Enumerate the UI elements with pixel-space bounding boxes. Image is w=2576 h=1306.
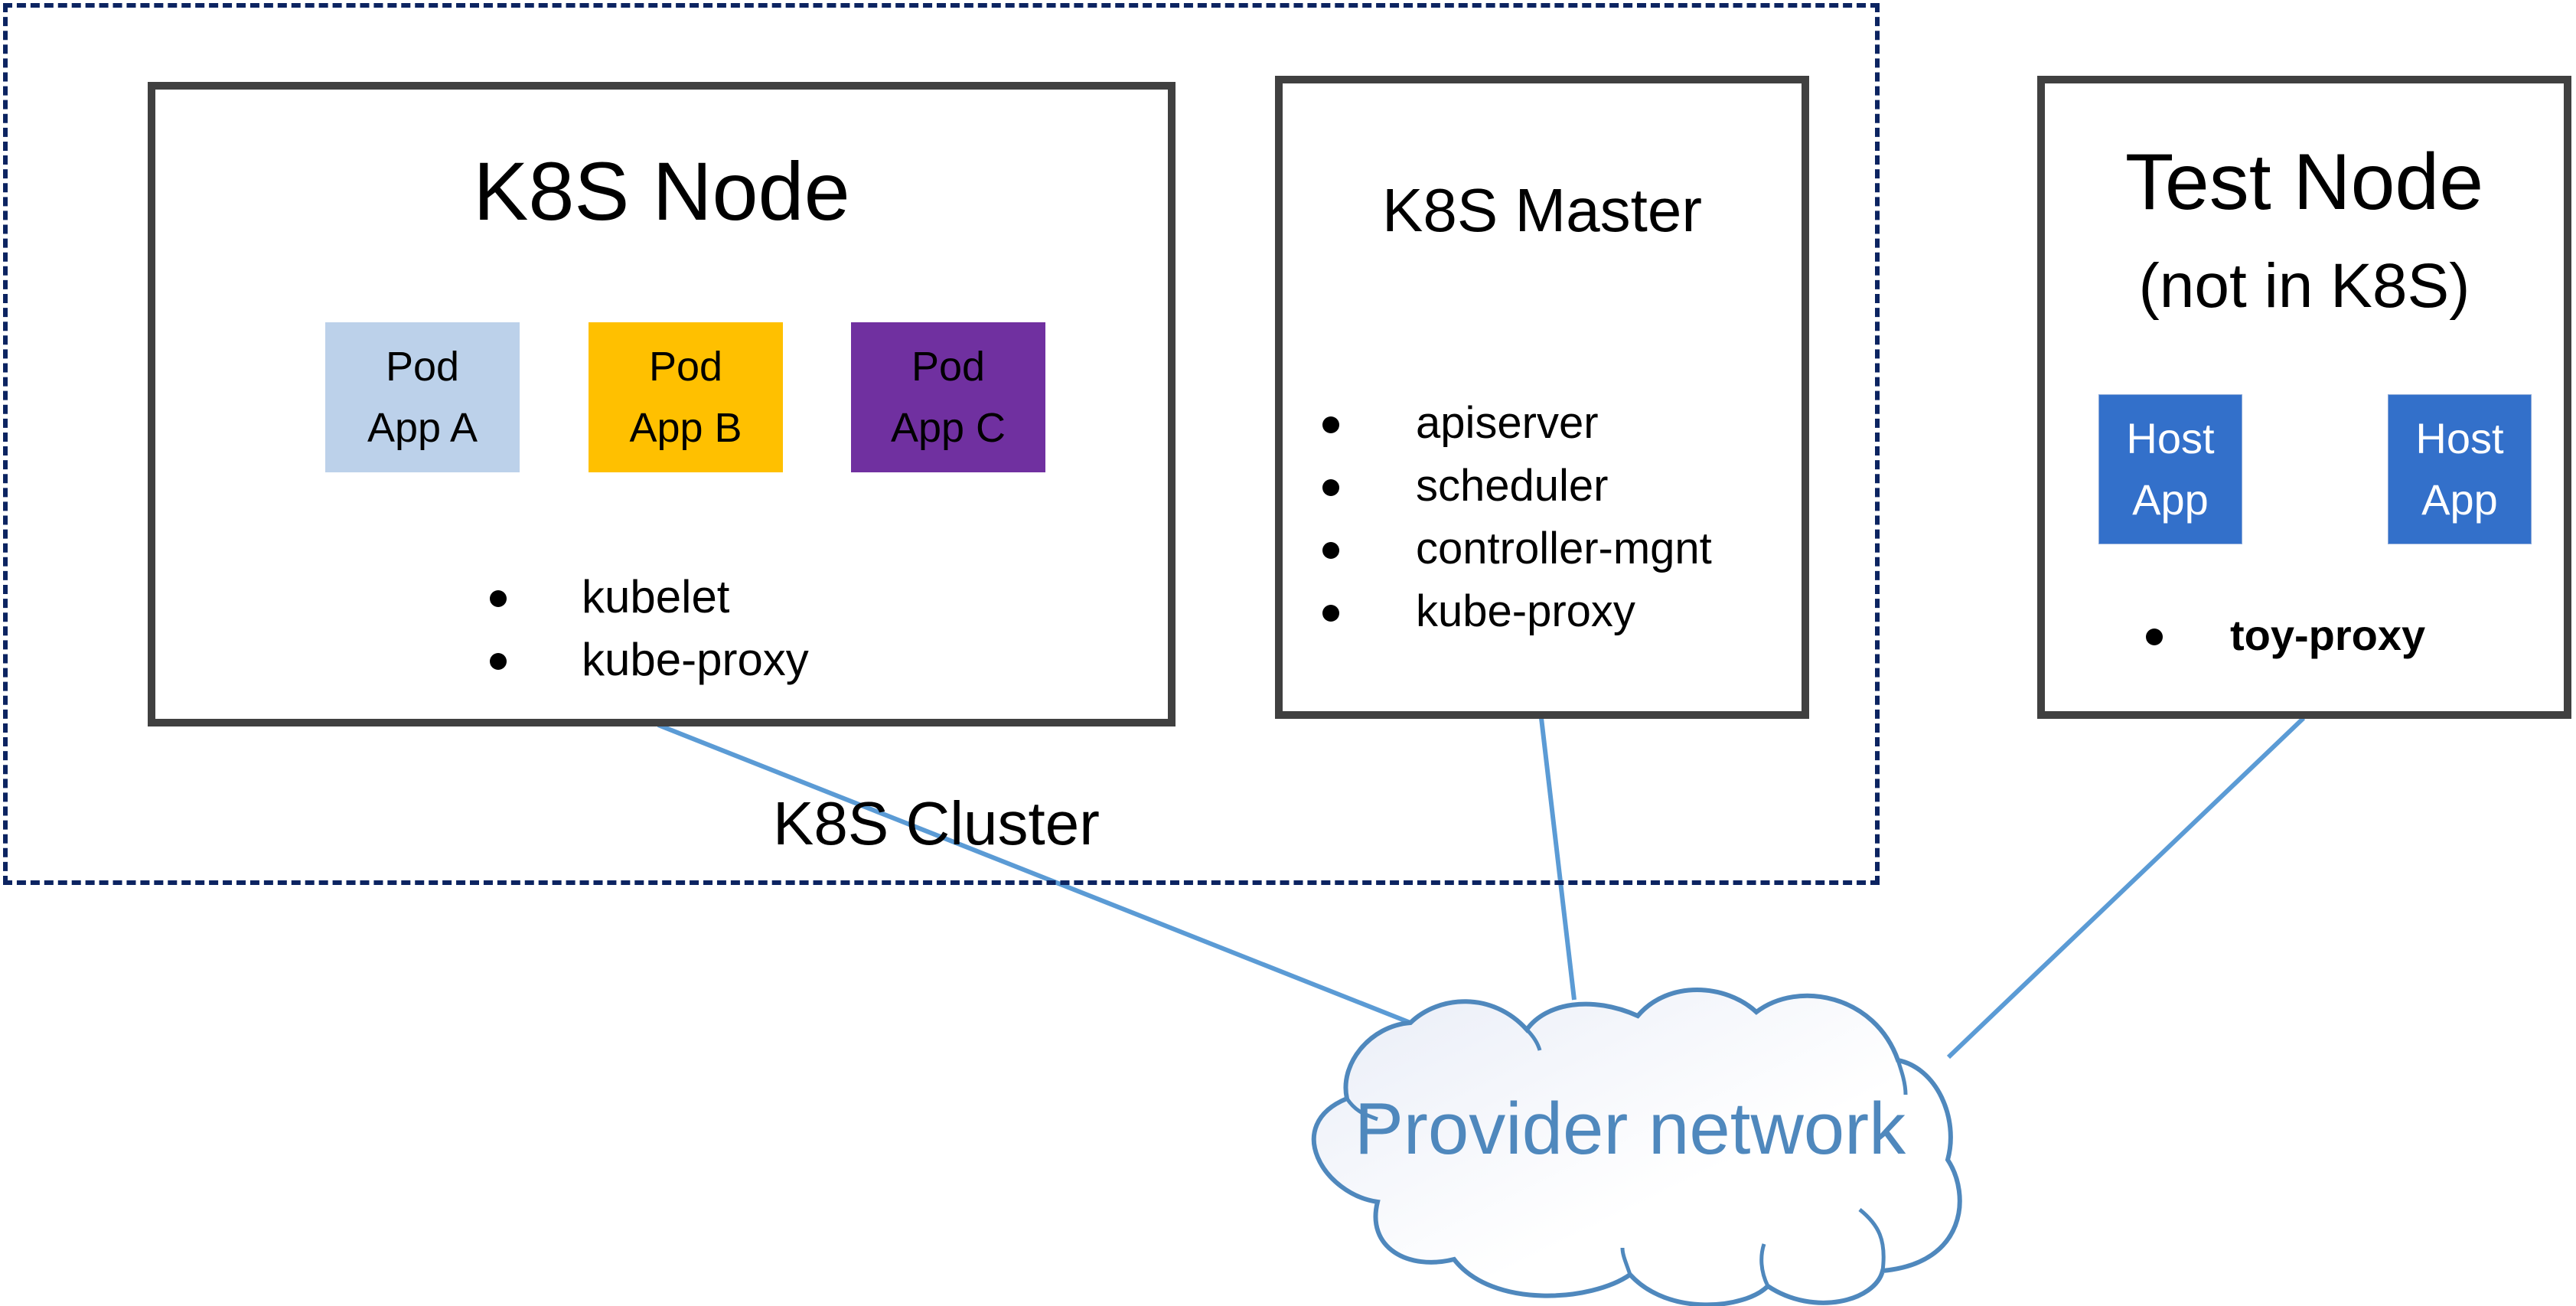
list-item: scheduler bbox=[1322, 455, 1712, 518]
link-test-to-network bbox=[1946, 716, 2306, 1059]
host-app-2[interactable]: Host App bbox=[2388, 394, 2532, 544]
bullet-icon bbox=[490, 590, 507, 607]
pod-app-a[interactable]: Pod App A bbox=[325, 322, 520, 472]
pod-app-b-line1: Pod bbox=[648, 344, 723, 390]
pod-app-b-line2: App B bbox=[629, 405, 742, 451]
provider-network-label: Provider network bbox=[1354, 1088, 1906, 1170]
pod-app-a-line1: Pod bbox=[385, 344, 460, 390]
list-item: kubelet bbox=[490, 566, 809, 629]
link-master-to-network bbox=[1539, 717, 1577, 1001]
link-node-to-network bbox=[657, 723, 1412, 1025]
cloud-icon bbox=[1311, 988, 1962, 1306]
k8s-master-components: apiserver scheduler controller-mgnt kube… bbox=[1322, 392, 1712, 643]
component-label: apiserver bbox=[1416, 398, 1599, 448]
bullet-icon bbox=[1322, 479, 1339, 496]
k8s-master-box[interactable]: K8S Master apiserver scheduler controlle… bbox=[1275, 76, 1809, 719]
list-item: toy-proxy bbox=[2146, 604, 2425, 667]
test-node-subtitle: (not in K8S) bbox=[2138, 251, 2470, 321]
component-label: controller-mgnt bbox=[1416, 524, 1712, 573]
host-app-1-line2: App bbox=[2132, 475, 2209, 524]
list-item: kube-proxy bbox=[1322, 580, 1712, 643]
bullet-icon bbox=[1322, 542, 1339, 559]
bullet-icon bbox=[490, 653, 507, 670]
host-app-1[interactable]: Host App bbox=[2098, 394, 2242, 544]
k8s-cluster-boundary bbox=[3, 3, 1880, 885]
component-label: kubelet bbox=[582, 571, 730, 622]
list-item: kube-proxy bbox=[490, 629, 809, 691]
component-label: kube-proxy bbox=[582, 634, 809, 685]
k8s-cluster-label: K8S Cluster bbox=[773, 789, 1100, 857]
bullet-icon bbox=[2146, 629, 2163, 645]
list-item: apiserver bbox=[1322, 392, 1712, 455]
test-node-title: Test Node bbox=[2124, 138, 2484, 227]
pod-app-b[interactable]: Pod App B bbox=[589, 322, 783, 472]
k8s-master-title: K8S Master bbox=[1382, 176, 1702, 244]
pod-app-c-line1: Pod bbox=[911, 344, 986, 390]
component-label: kube-proxy bbox=[1416, 586, 1635, 636]
host-app-2-line1: Host bbox=[2415, 414, 2504, 462]
pod-app-a-line2: App A bbox=[367, 405, 478, 451]
component-label: toy-proxy bbox=[2230, 611, 2426, 659]
test-node-box[interactable]: Test Node (not in K8S) Host App Host App… bbox=[2037, 76, 2571, 719]
k8s-node-title: K8S Node bbox=[473, 145, 850, 237]
host-app-2-line2: App bbox=[2421, 475, 2498, 524]
test-node-components: toy-proxy bbox=[2146, 604, 2425, 667]
host-app-1-line1: Host bbox=[2126, 414, 2215, 462]
k8s-node-components: kubelet kube-proxy bbox=[490, 566, 809, 691]
pod-app-c[interactable]: Pod App C bbox=[851, 322, 1045, 472]
list-item: controller-mgnt bbox=[1322, 518, 1712, 580]
pod-app-c-line2: App C bbox=[890, 405, 1006, 451]
bullet-icon bbox=[1322, 416, 1339, 433]
component-label: scheduler bbox=[1416, 461, 1609, 511]
k8s-node-box[interactable]: K8S Node Pod App A Pod App B Pod App C k… bbox=[148, 82, 1176, 726]
bullet-icon bbox=[1322, 605, 1339, 622]
